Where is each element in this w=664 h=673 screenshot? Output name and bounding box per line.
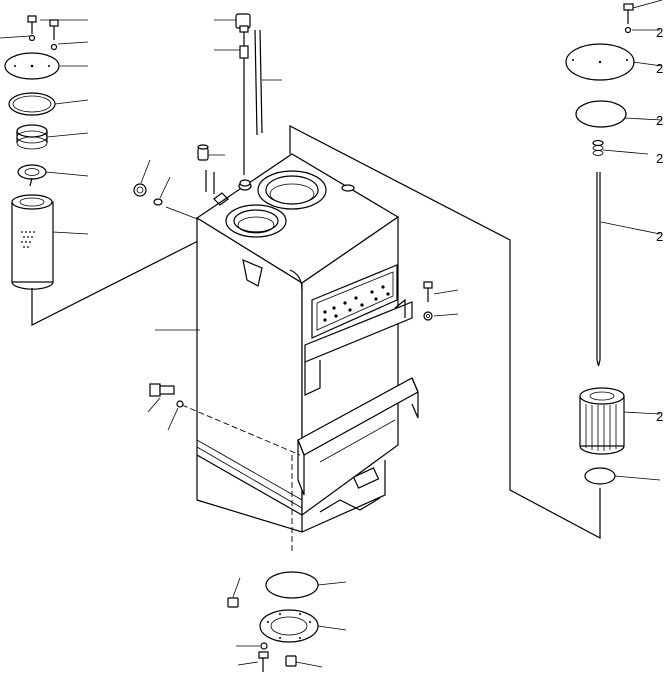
mounting-bracket-lower	[297, 377, 419, 496]
spring	[592, 139, 649, 156]
callout-labels: 2 2 2 2 2 2	[656, 25, 663, 424]
bottom-cover-assembly	[227, 455, 347, 672]
right-filter-assembly	[289, 0, 663, 539]
o-ring	[584, 467, 661, 485]
cover-plate	[565, 43, 663, 81]
bracket-bolt	[423, 281, 459, 321]
gasket	[575, 100, 663, 128]
callout-label: 2	[656, 113, 663, 128]
side-bolt	[147, 329, 301, 456]
washer	[28, 34, 36, 42]
callout-label: 2	[656, 409, 663, 424]
bolt	[237, 651, 269, 672]
plug	[227, 577, 241, 608]
plug-and-seal	[133, 144, 225, 221]
drain-plug	[285, 655, 323, 668]
spring	[16, 124, 48, 150]
left-filter-assembly	[0, 15, 201, 326]
breather-assembly	[214, 13, 282, 175]
bolt	[49, 19, 59, 40]
mounting-bracket-upper	[304, 298, 413, 396]
sight-gauge-panel	[311, 264, 398, 339]
hydraulic-tank	[195, 153, 419, 533]
bolt	[27, 15, 37, 34]
filter-cover-plate	[4, 52, 60, 80]
callout-label: 2	[656, 61, 663, 76]
filter-element	[11, 194, 54, 290]
filler-port-large	[257, 170, 327, 210]
return-filter-element	[579, 387, 661, 455]
bypass-valve	[17, 164, 47, 187]
gasket-ring	[8, 92, 56, 116]
bolt	[623, 0, 663, 24]
callout-label: 2	[656, 25, 663, 40]
callout-label: 2	[656, 229, 663, 244]
filler-port-small	[225, 204, 287, 238]
cleanout-cover	[259, 609, 347, 643]
leader-lines-left	[0, 19, 89, 235]
callout-label: 2	[656, 151, 663, 166]
washer	[50, 43, 58, 51]
rod	[596, 172, 661, 367]
